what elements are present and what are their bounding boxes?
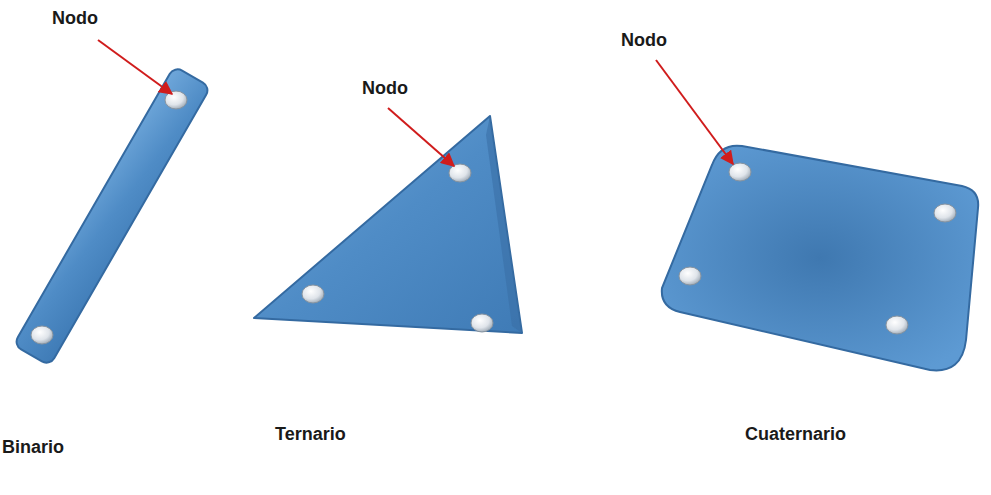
leader-arrow xyxy=(656,60,733,164)
node-label: Nodo xyxy=(52,8,98,29)
node-label: Nodo xyxy=(621,30,667,51)
link-type-caption: Cuaternario xyxy=(745,424,846,445)
binary-link xyxy=(13,66,210,366)
node-label: Nodo xyxy=(362,78,408,99)
leader-arrow xyxy=(388,108,454,166)
link-type-caption: Binario xyxy=(2,437,64,458)
ternary-link xyxy=(254,116,522,333)
link-type-caption: Ternario xyxy=(275,424,346,445)
quaternary-link xyxy=(662,146,978,371)
leader-arrow xyxy=(98,40,172,94)
